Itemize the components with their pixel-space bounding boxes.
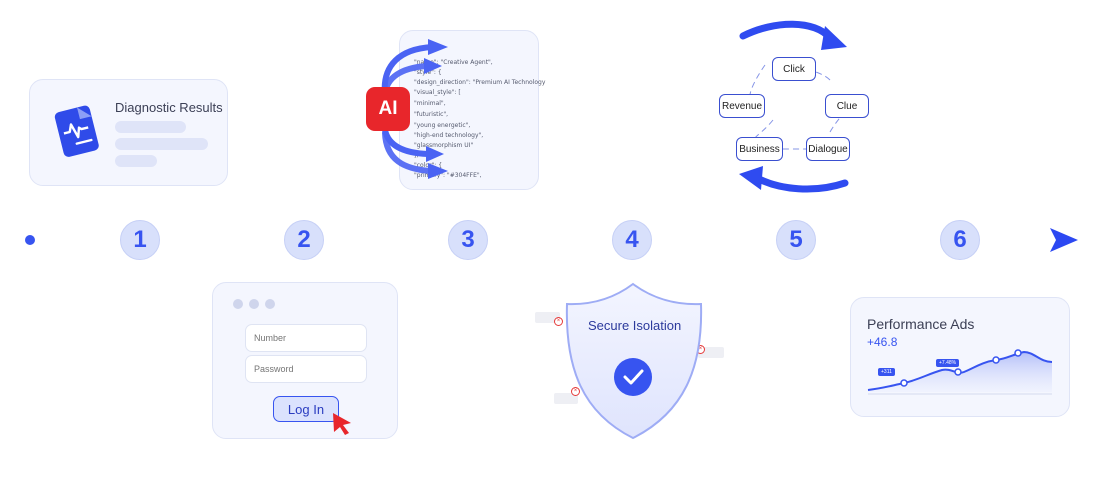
login-button-label: Log In: [287, 401, 325, 417]
cycle-node-label: Business: [739, 143, 780, 155]
blocked-x-icon: ×: [554, 317, 563, 326]
step-number: 4: [625, 226, 639, 253]
code-line: "futuristic",: [414, 111, 449, 118]
blocked-x-icon: ×: [571, 387, 580, 396]
cycle-node-label: Dialogue: [808, 143, 848, 155]
cycle-node-revenue: Revenue: [719, 94, 765, 118]
performance-tag-label: +311: [881, 369, 892, 375]
timeline-arrowhead: [1050, 228, 1078, 252]
blocked-item: [554, 393, 578, 404]
code-line: "glassmorphism UI": [414, 142, 474, 149]
performance-sparkline: [867, 349, 1053, 395]
performance-tag: +311: [878, 368, 895, 376]
blocked-item: [535, 312, 560, 323]
code-line: "visual_style": [: [414, 89, 461, 96]
code-line: "name": "Creative Agent",: [414, 59, 493, 66]
performance-ads-card: Performance Ads +46.8 +311 +7.48%: [850, 297, 1070, 417]
step-number: 5: [789, 226, 803, 253]
window-dot: [233, 299, 243, 309]
timeline-step-2: 2: [284, 220, 324, 260]
window-dot: [265, 299, 275, 309]
timeline-step-4: 4: [612, 220, 652, 260]
cycle-node-label: Click: [783, 63, 805, 75]
performance-tag-label: +7.48%: [939, 360, 957, 366]
performance-value: +46.8: [867, 335, 898, 349]
cycle-node-clue: Clue: [825, 94, 869, 118]
check-icon: [614, 358, 652, 396]
blocked-item: [698, 347, 724, 358]
diagnostic-title: Diagnostic Results: [115, 100, 223, 115]
code-line: "minimal",: [414, 100, 446, 107]
placeholder-line: [115, 138, 208, 150]
ai-badge: AI: [366, 87, 410, 131]
step-number: 3: [461, 226, 475, 253]
placeholder-line: [115, 121, 186, 133]
code-line: "primary": "#304FFE",: [414, 172, 482, 179]
login-card: Log In: [212, 282, 398, 439]
placeholder-line: [115, 155, 157, 167]
password-field[interactable]: [245, 355, 367, 383]
login-button[interactable]: Log In: [273, 396, 339, 422]
secure-title: Secure Isolation: [588, 318, 682, 333]
timeline-step-5: 5: [776, 220, 816, 260]
medical-report-icon: [54, 105, 99, 157]
cursor-icon: [333, 413, 351, 435]
code-line: "style": {: [414, 69, 442, 76]
code-line: "high-end technology",: [414, 132, 484, 139]
cycle-node-click: Click: [772, 57, 816, 81]
diagnostic-results-card: Diagnostic Results: [29, 79, 228, 186]
step-number: 1: [133, 226, 147, 253]
cycle-node-dialogue: Dialogue: [806, 137, 850, 161]
window-dot: [249, 299, 259, 309]
cycle-diagram: [739, 20, 849, 193]
cycle-node-business: Business: [736, 137, 783, 161]
timeline-step-1: 1: [120, 220, 160, 260]
code-line: "design_direction": "Premium AI Technolo…: [414, 79, 546, 86]
performance-tag: +7.48%: [936, 359, 960, 367]
step-number: 6: [953, 226, 967, 253]
cycle-node-label: Revenue: [721, 100, 763, 112]
number-field[interactable]: [245, 324, 367, 352]
cycle-node-label: Clue: [836, 100, 858, 112]
timeline-step-3: 3: [448, 220, 488, 260]
timeline-start-dot: [25, 235, 35, 245]
step-number: 2: [297, 226, 311, 253]
ai-badge-label: AI: [378, 98, 398, 119]
code-line: "young energetic",: [414, 122, 471, 129]
timeline-step-6: 6: [940, 220, 980, 260]
performance-title: Performance Ads: [867, 316, 975, 332]
